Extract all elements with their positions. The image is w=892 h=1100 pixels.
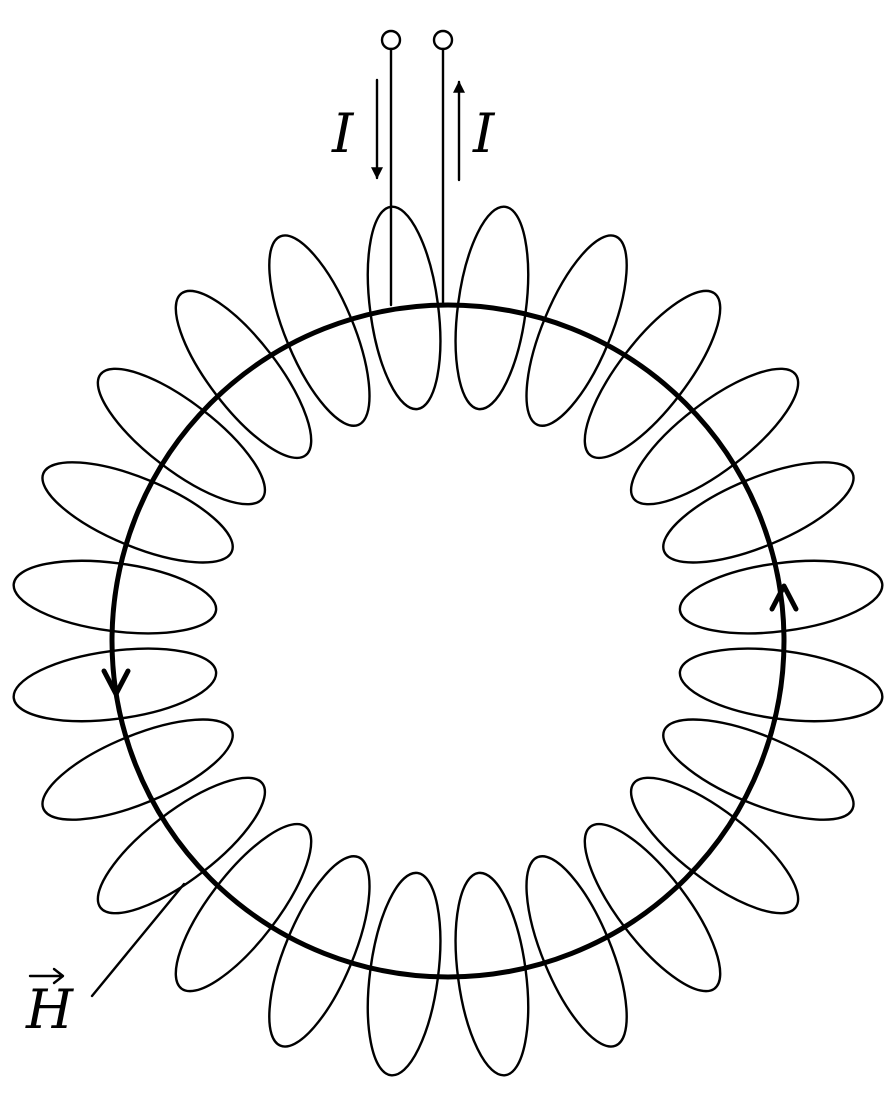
terminal-right-icon [432,29,454,51]
current-label-right: I [472,102,496,165]
magnetic-field-loop [109,302,787,980]
terminal-left-icon [380,29,402,51]
field-arrow-left-icon [101,668,131,697]
field-label: H [25,978,74,1041]
current-label-left: I [331,102,355,165]
vector-arrow-icon [28,967,65,985]
field-arrow-right-icon [769,583,799,612]
coil-winding [12,205,884,1077]
field-label-leader [90,882,186,998]
